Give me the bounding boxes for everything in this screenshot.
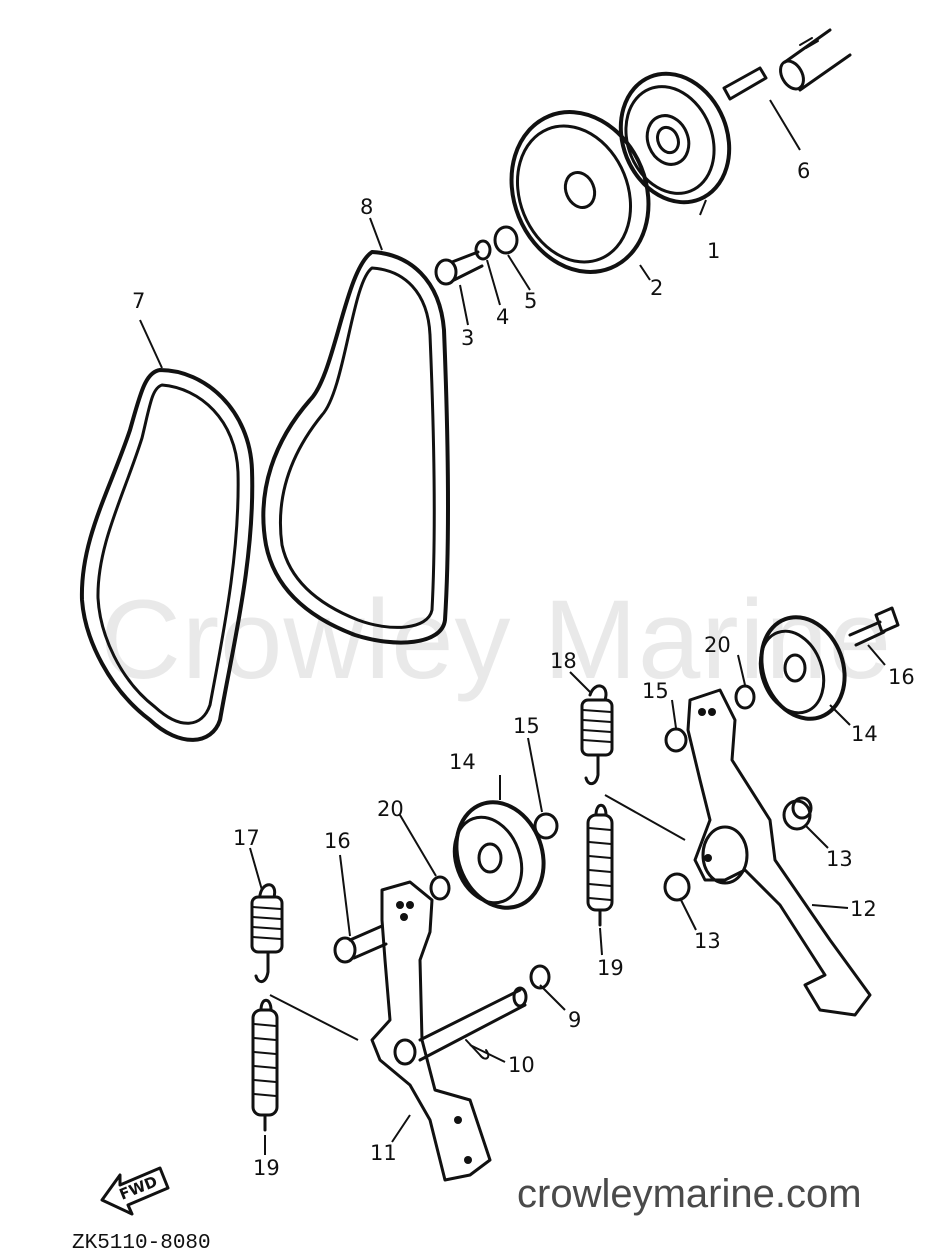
fwd-arrow-icon: FWD [100, 1166, 170, 1216]
part-9-washer [529, 964, 551, 990]
callout-14-left: 14 [449, 750, 476, 774]
callout-13-upper: 13 [826, 847, 853, 871]
callout-19-left: 19 [253, 1156, 280, 1180]
part-15-nut-right [664, 727, 688, 753]
part-6-key [722, 66, 768, 101]
callout-15-right: 15 [642, 679, 669, 703]
watermark: Crowley Marine [100, 577, 892, 702]
callout-9: 9 [568, 1008, 581, 1032]
part-16-bolt-right [848, 606, 900, 647]
callout-7: 7 [132, 289, 145, 313]
callout-12: 12 [850, 897, 877, 921]
website-watermark: crowleymarine.com [517, 1172, 862, 1216]
callout-16-right: 16 [888, 665, 915, 689]
part-19-spring-center [586, 803, 614, 927]
diagram-code: ZK5110-8080 [72, 1232, 211, 1255]
callout-10: 10 [508, 1053, 535, 1077]
callout-labels: 1 2 3 4 5 6 7 8 9 10 11 12 13 13 14 14 1… [132, 159, 915, 1180]
part-3-bolt [434, 250, 484, 286]
part-14-idler-pulley-left [452, 800, 546, 910]
part-8-belt [261, 250, 450, 645]
callout-19-center: 19 [597, 956, 624, 980]
part-1-pulley [618, 71, 732, 205]
callout-11: 11 [370, 1141, 397, 1165]
leader-lines [139, 99, 886, 1155]
callout-18: 18 [550, 649, 577, 673]
callout-5: 5 [524, 289, 537, 313]
part-12-tension-arm [686, 688, 872, 1017]
callout-4: 4 [496, 305, 509, 329]
callout-6: 6 [797, 159, 810, 183]
part-20-collar-right [734, 684, 756, 710]
part-14-idler-pulley-right [758, 615, 847, 721]
part-13-bushing-lower [663, 872, 691, 902]
part-2-pulley [509, 110, 651, 274]
part-17-spring [250, 883, 284, 983]
part-7-belt [79, 368, 255, 742]
callout-17: 17 [233, 826, 260, 850]
part-4-lock-washer [474, 239, 492, 261]
callout-15-left: 15 [513, 714, 540, 738]
part-19-spring-left [251, 998, 279, 1132]
callout-14-right: 14 [851, 722, 878, 746]
callout-20-right: 20 [704, 633, 731, 657]
callout-1: 1 [707, 239, 720, 263]
callout-13-lower: 13 [694, 929, 721, 953]
part-10-cotter-pin [465, 1039, 490, 1060]
callout-3: 3 [461, 326, 474, 350]
part-15-nut-left [533, 812, 559, 840]
callout-8: 8 [360, 195, 373, 219]
part-11-idler-arm [370, 880, 528, 1182]
part-13-bushing-upper [782, 796, 813, 831]
drive-shaft [779, 28, 852, 92]
part-5-washer [493, 225, 519, 255]
callout-2: 2 [650, 276, 663, 300]
callout-20-left: 20 [377, 797, 404, 821]
part-16-bolt-left [333, 924, 388, 964]
callout-16-left: 16 [324, 829, 351, 853]
part-18-spring [580, 684, 614, 786]
part-20-collar-left [429, 875, 451, 901]
